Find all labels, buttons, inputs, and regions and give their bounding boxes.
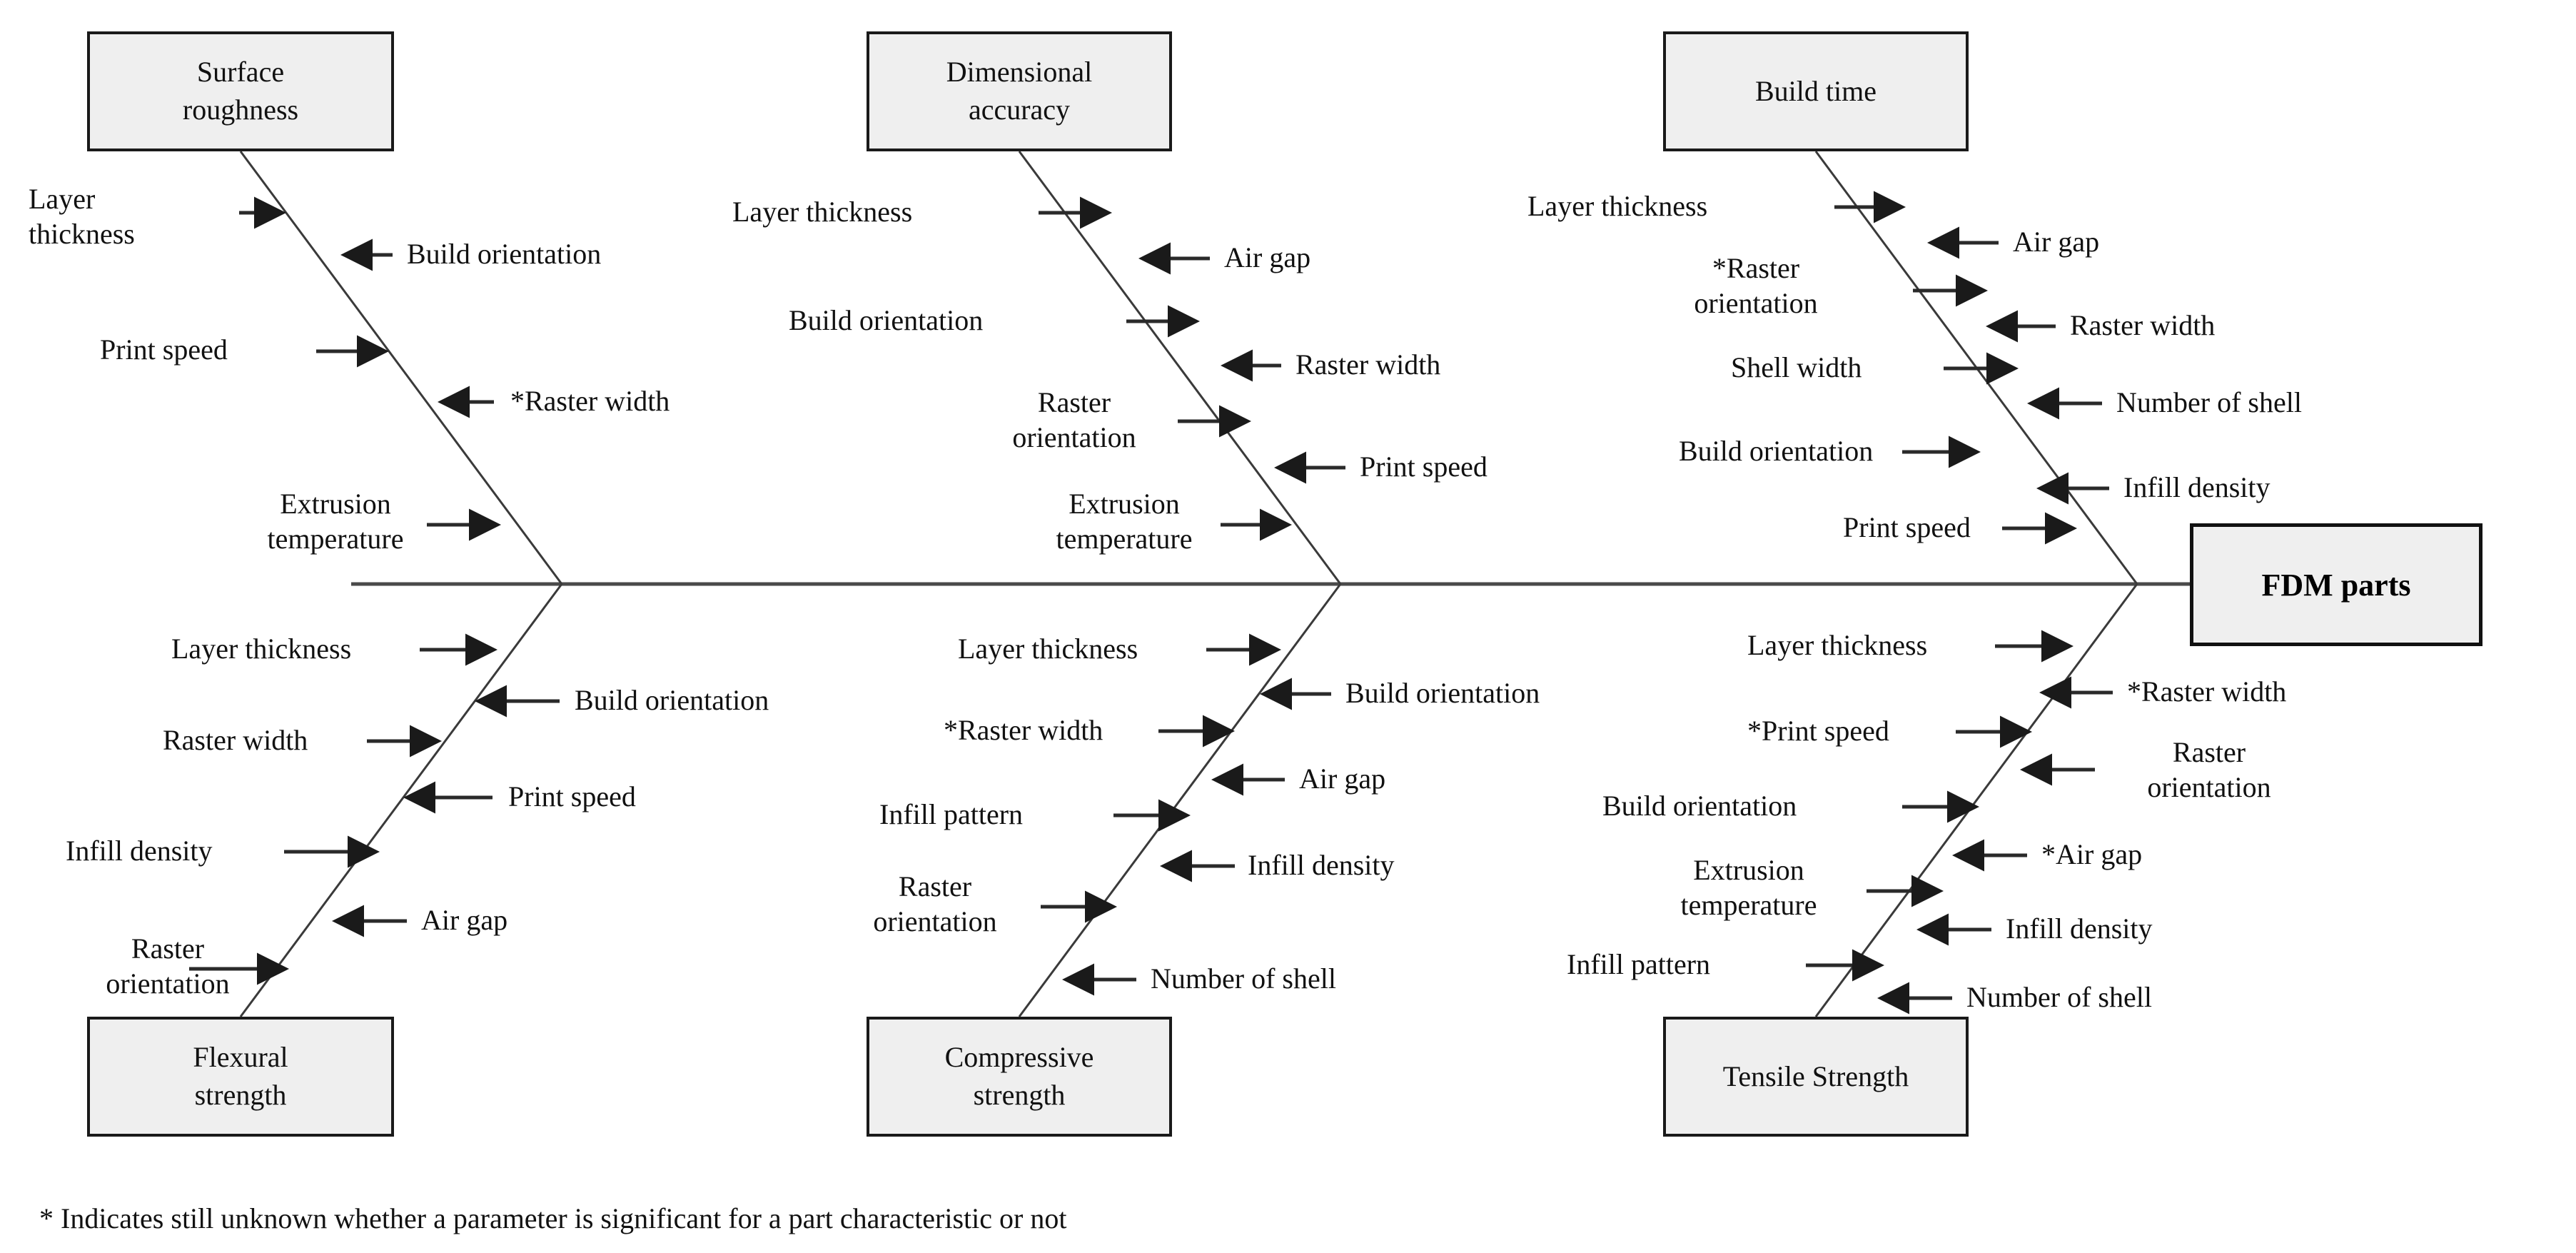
category-label-flexural-strength: Flexural strength [193, 1039, 288, 1114]
label-line-2: roughness [182, 94, 299, 126]
cause-text-line-1: Extrusion [1069, 488, 1180, 520]
category-label-compressive-strength: Compressive strength [945, 1039, 1094, 1114]
cause-da-build-orientation[interactable]: Build orientation [789, 304, 984, 336]
cause-ts-extrusion-temperature[interactable]: Extrusion temperature [1642, 853, 1856, 923]
cause-text-line-2: temperature [1680, 888, 1817, 921]
cause-ts-build-orientation[interactable]: Build orientation [1602, 790, 1797, 822]
cause-sr-layer-thickness[interactable]: Layer thickness [29, 182, 135, 252]
cause-da-print-speed[interactable]: Print speed [1360, 451, 1487, 483]
bone-surface-roughness [239, 151, 563, 585]
cause-text-line-2: orientation [2147, 770, 2271, 803]
cause-text-line-2: orientation [1012, 421, 1136, 453]
cause-ts-raster-orientation[interactable]: Raster orientation [2109, 735, 2309, 805]
cause-text-line-2: orientation [873, 905, 997, 937]
cause-ts-layer-thickness[interactable]: Layer thickness [1747, 629, 1928, 661]
category-box-tensile-strength[interactable]: Tensile Strength [1663, 1017, 1969, 1137]
cause-sr-build-orientation[interactable]: Build orientation [407, 238, 602, 270]
cause-cs-raster-width[interactable]: *Raster width [944, 714, 1103, 746]
cause-text-line-1: Extrusion [280, 488, 391, 520]
cause-bt-print-speed[interactable]: Print speed [1843, 511, 1971, 543]
label-line-1: Flexural [193, 1041, 288, 1074]
label-line-1: Surface [196, 56, 285, 89]
cause-sr-raster-width[interactable]: *Raster width [510, 385, 670, 417]
cause-sr-print-speed[interactable]: Print speed [100, 333, 228, 366]
cause-fs-print-speed[interactable]: Print speed [508, 780, 636, 812]
category-box-dimensional-accuracy[interactable]: Dimensional accuracy [867, 31, 1172, 151]
cause-fs-build-orientation[interactable]: Build orientation [575, 684, 769, 716]
label-line-2: accuracy [968, 94, 1071, 126]
cause-ts-raster-width[interactable]: *Raster width [2127, 675, 2287, 708]
category-label-dimensional-accuracy: Dimensional accuracy [946, 54, 1092, 129]
cause-text-line-1: Raster [131, 932, 205, 965]
cause-text-line-1: Layer [29, 183, 96, 215]
cause-text-line-2: orientation [1694, 286, 1818, 319]
footnote-legend: * Indicates still unknown whether a para… [39, 1202, 1067, 1234]
category-box-build-time[interactable]: Build time [1663, 31, 1969, 151]
category-box-flexural-strength[interactable]: Flexural strength [87, 1017, 394, 1137]
cause-fs-layer-thickness[interactable]: Layer thickness [171, 633, 352, 665]
effect-box-fdm-parts[interactable]: FDM parts [2190, 523, 2482, 646]
cause-da-layer-thickness[interactable]: Layer thickness [732, 196, 913, 228]
cause-cs-air-gap[interactable]: Air gap [1299, 763, 1386, 795]
cause-bt-shell-width[interactable]: Shell width [1731, 351, 1862, 383]
label-line-2: strength [194, 1079, 287, 1111]
label-line-2: strength [973, 1079, 1066, 1111]
category-box-surface-roughness[interactable]: Surface roughness [87, 31, 394, 151]
cause-text-line-1: Extrusion [1693, 854, 1804, 886]
cause-cs-infill-pattern[interactable]: Infill pattern [879, 798, 1024, 830]
cause-ts-number-of-shell[interactable]: Number of shell [1966, 981, 2152, 1013]
category-label-surface-roughness: Surface roughness [183, 54, 298, 129]
cause-bt-raster-width[interactable]: Raster width [2070, 309, 2216, 341]
cause-da-extrusion-temperature[interactable]: Extrusion temperature [1031, 487, 1217, 557]
cause-ts-infill-density[interactable]: Infill density [2006, 912, 2153, 945]
cause-text-line-2: thickness [29, 217, 135, 250]
cause-text-line-2: orientation [106, 967, 230, 1000]
cause-bt-raster-orientation[interactable]: *Raster orientation [1663, 251, 1849, 321]
cause-ts-print-speed[interactable]: *Print speed [1747, 715, 1889, 747]
cause-da-air-gap[interactable]: Air gap [1224, 241, 1311, 273]
cause-cs-number-of-shell[interactable]: Number of shell [1151, 962, 1336, 995]
cause-cs-infill-density[interactable]: Infill density [1248, 849, 1395, 881]
cause-da-raster-orientation[interactable]: Raster orientation [981, 386, 1167, 456]
cause-fs-raster-width[interactable]: Raster width [163, 724, 308, 756]
category-label-tensile-strength: Tensile Strength [1722, 1060, 1909, 1092]
cause-text-line-1: Raster [2172, 736, 2246, 768]
category-box-compressive-strength[interactable]: Compressive strength [867, 1017, 1172, 1137]
cause-text-line-1: *Raster [1712, 252, 1800, 284]
cause-text-line-1: Raster [1037, 386, 1111, 418]
cause-fs-raster-orientation[interactable]: Raster orientation [75, 932, 261, 1002]
cause-ts-infill-pattern[interactable]: Infill pattern [1567, 948, 1711, 980]
cause-sr-extrusion-temperature[interactable]: Extrusion temperature [243, 487, 428, 557]
bone-flexural-strength [239, 583, 563, 1017]
cause-da-raster-width[interactable]: Raster width [1295, 348, 1441, 381]
category-label-build-time: Build time [1755, 74, 1877, 107]
effect-label-fdm-parts: FDM parts [2261, 567, 2411, 603]
cause-bt-air-gap[interactable]: Air gap [2013, 226, 2100, 258]
cause-bt-layer-thickness[interactable]: Layer thickness [1527, 190, 1708, 222]
cause-fs-air-gap[interactable]: Air gap [421, 904, 508, 936]
cause-text-line-2: temperature [267, 522, 404, 555]
label-line-1: Dimensional [946, 56, 1093, 89]
cause-bt-number-of-shell[interactable]: Number of shell [2116, 386, 2302, 418]
cause-text-line-2: temperature [1056, 522, 1193, 555]
cause-cs-layer-thickness[interactable]: Layer thickness [958, 633, 1138, 665]
cause-text-line-1: Raster [898, 870, 972, 902]
cause-bt-build-orientation[interactable]: Build orientation [1679, 435, 1874, 467]
cause-cs-build-orientation[interactable]: Build orientation [1345, 677, 1540, 709]
label-line-1: Compressive [944, 1041, 1094, 1074]
cause-bt-infill-density[interactable]: Infill density [2123, 471, 2271, 503]
cause-ts-air-gap[interactable]: *Air gap [2041, 838, 2143, 870]
cause-fs-infill-density[interactable]: Infill density [66, 835, 213, 867]
cause-cs-raster-orientation[interactable]: Raster orientation [842, 870, 1028, 940]
